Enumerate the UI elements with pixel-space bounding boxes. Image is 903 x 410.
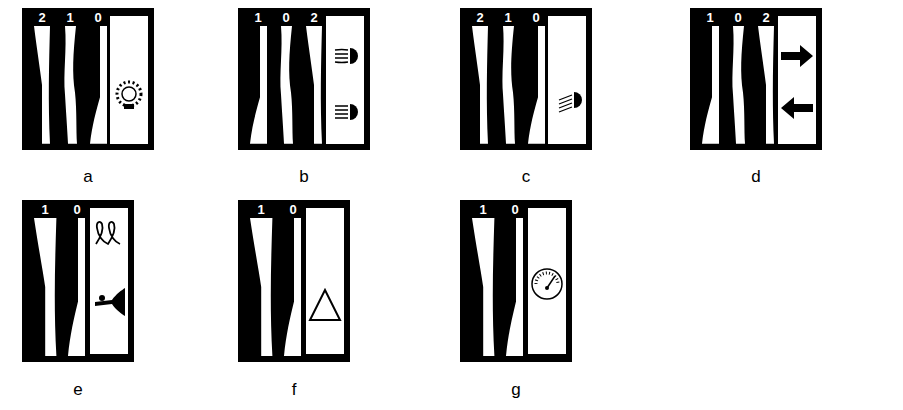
panel-b [238, 8, 370, 150]
panel-c-part [528, 26, 545, 144]
panel-caption: d [751, 167, 760, 187]
panel-b-part-part [326, 16, 364, 144]
panel-caption: g [511, 380, 520, 400]
panel-caption: f [292, 380, 297, 400]
panel-g-part-part [536, 273, 558, 284]
panel-d-part-part [781, 97, 813, 119]
panel-b-part-part [335, 104, 358, 120]
panel-f-part [284, 218, 301, 356]
position-number: 0 [532, 10, 539, 25]
panel-b-part-part [335, 48, 358, 64]
panel-a-part [34, 26, 50, 144]
panel-e-part [34, 218, 56, 356]
panel-e-part-part [96, 222, 120, 244]
panel-b-part [250, 26, 267, 144]
panel-d-part [778, 16, 816, 144]
panel-caption: b [299, 167, 308, 187]
position-number: 0 [511, 202, 518, 217]
panel-a-part [22, 8, 154, 150]
panel-g-part-part [545, 286, 549, 290]
panel-a-part [90, 26, 107, 144]
position-number: 1 [66, 10, 73, 25]
position-number: 1 [504, 10, 511, 25]
panel-b-part [326, 16, 364, 144]
panel-g-part [506, 218, 523, 356]
position-number: 0 [94, 10, 101, 25]
panel-c-part [548, 16, 586, 144]
panel-c-part-part-part [574, 92, 582, 108]
panel-d-part [702, 26, 719, 144]
panel-e-part-part [95, 288, 125, 316]
position-number: 1 [479, 202, 486, 217]
panel-f-part [238, 200, 350, 362]
panel-c-part-part [548, 16, 586, 144]
panel-a-part-part [122, 87, 136, 101]
panel-c-part-part-part [559, 95, 572, 112]
panel-e-part-part [99, 295, 105, 301]
position-number: 0 [73, 202, 80, 217]
panel-e-part [68, 218, 85, 356]
position-number: 2 [762, 10, 769, 25]
panel-b-part-part-part [350, 104, 358, 120]
panel-a-part [64, 26, 77, 144]
position-number: 2 [476, 10, 483, 25]
panel-b-part [238, 8, 370, 150]
panel-c [460, 8, 592, 150]
panel-g-part-part [528, 208, 566, 354]
panel-caption: e [73, 380, 82, 400]
panel-caption: c [522, 167, 531, 187]
panel-b-part [280, 26, 293, 144]
position-number: 0 [282, 10, 289, 25]
panel-c-part-part [559, 92, 582, 112]
panel-b-part-part-part [335, 50, 348, 63]
position-number: 1 [706, 10, 713, 25]
panel-d [690, 8, 822, 150]
panel-a-part-part [124, 104, 134, 109]
position-number: 1 [257, 202, 264, 217]
panel-b-part [306, 26, 322, 144]
panel-g-part-part [532, 269, 562, 299]
panel-b-part-part-part [335, 106, 348, 118]
position-number: 1 [254, 10, 261, 25]
panel-f-part [306, 208, 344, 354]
position-number: 0 [289, 202, 296, 217]
panel-f-part-part [310, 290, 340, 320]
position-number: 2 [38, 10, 45, 25]
position-number: 0 [734, 10, 741, 25]
panel-d-part-part [778, 16, 816, 144]
panel-e [22, 200, 134, 362]
panel-d-part [732, 26, 745, 144]
panel-a-part-part [117, 82, 141, 106]
panel-c-part [460, 8, 592, 150]
panel-f [238, 200, 350, 362]
panel-caption: a [83, 167, 92, 187]
panel-g-part [528, 208, 566, 354]
panel-e-part [22, 200, 134, 362]
panel-a-part-part [110, 16, 148, 144]
panel-d-part [758, 26, 774, 144]
position-number: 2 [310, 10, 317, 25]
panel-e-part-part [90, 208, 128, 354]
panel-a [22, 8, 154, 150]
position-number: 1 [41, 202, 48, 217]
panel-f-part [250, 218, 272, 356]
panel-c-part [502, 26, 515, 144]
panel-d-part [690, 8, 822, 150]
panel-a-part [110, 16, 148, 144]
panel-f-part-part [306, 208, 344, 354]
panel-g-part-part [547, 276, 555, 288]
panel-c-part [472, 26, 488, 144]
panel-b-part-part-part [350, 48, 358, 64]
panel-g [460, 200, 572, 362]
panel-e-part [90, 208, 128, 354]
panel-g-part [460, 200, 572, 362]
panel-g-part [472, 218, 494, 356]
panel-d-part-part [781, 45, 813, 67]
